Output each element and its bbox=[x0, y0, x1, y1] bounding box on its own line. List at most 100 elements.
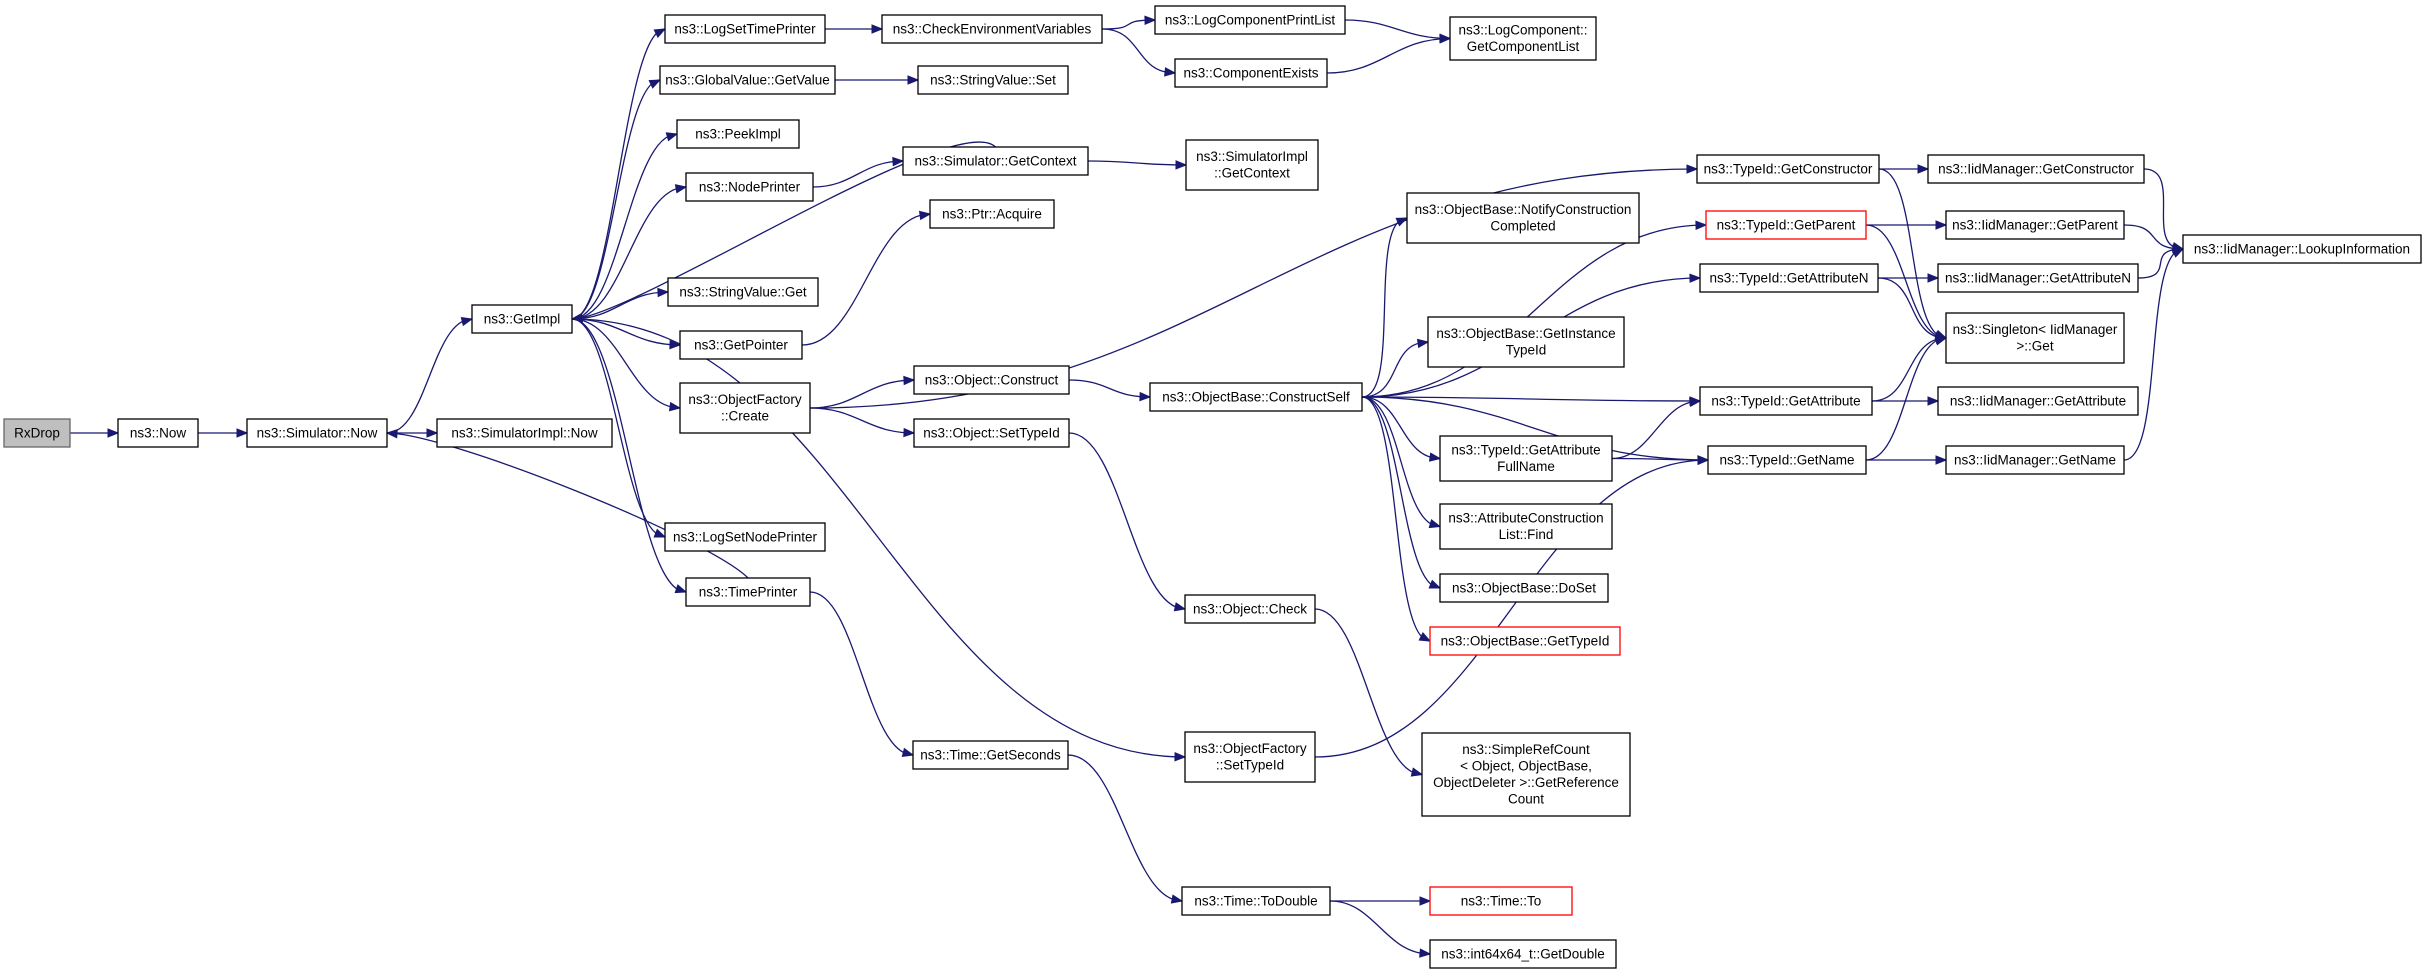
node-type-id-get-attribute-n[interactable]: ns3::TypeId::GetAttributeN bbox=[1699, 263, 1879, 293]
edge-object-check-to-simple-ref-count bbox=[1314, 608, 1423, 776]
edge-get-pointer-to-ptr-acquire bbox=[801, 213, 931, 346]
node-sim-impl-get-context[interactable]: ns3::SimulatorImpl::GetContext bbox=[1185, 139, 1319, 191]
node-iid-get-name[interactable]: ns3::IidManager::GetName bbox=[1945, 445, 2125, 475]
edge-construct-self-to-attr-construction-list-find bbox=[1361, 396, 1441, 528]
edge-log-component-print-list-to-log-component-get-list bbox=[1344, 19, 1451, 40]
node-object-construct[interactable]: ns3::Object::Construct bbox=[913, 365, 1070, 395]
edge-check-env-to-component-exists bbox=[1101, 28, 1176, 74]
node-log-component-print-list[interactable]: ns3::LogComponentPrintList bbox=[1154, 5, 1346, 35]
node-label: ns3::IidManager::GetName bbox=[1954, 452, 2116, 467]
node-node-printer[interactable]: ns3::NodePrinter bbox=[685, 172, 814, 202]
node-box bbox=[1699, 386, 1873, 416]
node-iid-get-attribute[interactable]: ns3::IidManager::GetAttribute bbox=[1937, 386, 2139, 416]
node-label: ns3::Time::GetSeconds bbox=[920, 747, 1061, 762]
node-singleton-get[interactable]: ns3::Singleton< IidManager>::Get bbox=[1945, 312, 2125, 364]
node-label: ns3::LogSetTimePrinter bbox=[674, 21, 816, 36]
node-construct-self[interactable]: ns3::ObjectBase::ConstructSelf bbox=[1149, 382, 1363, 412]
node-label: ns3::TypeId::GetParent bbox=[1717, 217, 1856, 232]
edge-get-attribute-full-name-to-type-id-get-attribute bbox=[1611, 400, 1701, 460]
arrowhead bbox=[1439, 34, 1452, 44]
node-iid-get-constructor[interactable]: ns3::IidManager::GetConstructor bbox=[1927, 154, 2145, 184]
node-sim-impl-now[interactable]: ns3::SimulatorImpl::Now bbox=[436, 418, 613, 448]
node-object-set-type-id[interactable]: ns3::Object::SetTypeId bbox=[913, 418, 1070, 448]
arrowhead bbox=[460, 316, 474, 327]
node-iid-get-attribute-n[interactable]: ns3::IidManager::GetAttributeN bbox=[1937, 263, 2139, 293]
arrowhead bbox=[903, 427, 916, 438]
node-time-to[interactable]: ns3::Time::To bbox=[1429, 886, 1573, 916]
node-label: ::Create bbox=[721, 409, 769, 424]
node-box bbox=[1429, 886, 1573, 916]
arrowhead bbox=[1686, 164, 1699, 174]
node-get-impl[interactable]: ns3::GetImpl bbox=[471, 304, 573, 334]
node-label: ns3::IidManager::LookupInformation bbox=[2194, 241, 2410, 256]
node-type-id-get-name[interactable]: ns3::TypeId::GetName bbox=[1707, 445, 1867, 475]
arrowhead bbox=[1419, 896, 1432, 906]
node-time-printer[interactable]: ns3::TimePrinter bbox=[685, 577, 811, 607]
node-log-set-node-printer[interactable]: ns3::LogSetNodePrinter bbox=[664, 522, 826, 552]
node-get-pointer[interactable]: ns3::GetPointer bbox=[679, 330, 803, 360]
node-object-factory-set-type-id[interactable]: ns3::ObjectFactory::SetTypeId bbox=[1184, 731, 1316, 783]
arrowhead bbox=[236, 428, 249, 438]
edge-get-impl-to-string-value-get bbox=[571, 291, 669, 320]
node-int64-get-double[interactable]: ns3::int64x64_t::GetDouble bbox=[1429, 939, 1617, 969]
node-string-value-get[interactable]: ns3::StringValue::Get bbox=[667, 277, 819, 307]
node-notify-construction-completed[interactable]: ns3::ObjectBase::NotifyConstructionCompl… bbox=[1406, 192, 1640, 244]
arrowhead bbox=[1935, 455, 1948, 465]
edge-get-impl-to-node-printer bbox=[571, 186, 687, 320]
node-label: ns3::ObjectBase::NotifyConstruction bbox=[1415, 202, 1632, 217]
edge-sim-now-to-get-impl bbox=[386, 318, 473, 434]
node-string-value-set[interactable]: ns3::StringValue::Set bbox=[917, 65, 1069, 95]
edge-type-id-get-attribute-n-to-singleton-get bbox=[1877, 277, 1947, 339]
node-box bbox=[1707, 445, 1867, 475]
node-simple-ref-count[interactable]: ns3::SimpleRefCount< Object, ObjectBase,… bbox=[1421, 732, 1631, 817]
node-ptr-acquire[interactable]: ns3::Ptr::Acquire bbox=[929, 199, 1055, 229]
edge-get-impl-to-object-factory-create bbox=[571, 318, 681, 409]
node-rx-drop[interactable]: RxDrop bbox=[3, 418, 71, 448]
arrowhead bbox=[1164, 67, 1177, 77]
edge-time-to-double-to-int64-get-double bbox=[1329, 900, 1431, 955]
node-sim-now[interactable]: ns3::Simulator::Now bbox=[246, 418, 388, 448]
node-object-factory-create[interactable]: ns3::ObjectFactory::Create bbox=[679, 382, 811, 434]
node-component-exists[interactable]: ns3::ComponentExists bbox=[1174, 58, 1328, 88]
node-peek-impl[interactable]: ns3::PeekImpl bbox=[676, 119, 800, 149]
edge-object-factory-create-to-object-construct bbox=[809, 379, 915, 409]
node-iid-get-parent[interactable]: ns3::IidManager::GetParent bbox=[1945, 210, 2125, 240]
node-type-id-get-attribute[interactable]: ns3::TypeId::GetAttribute bbox=[1699, 386, 1873, 416]
node-now[interactable]: ns3::Now bbox=[117, 418, 199, 448]
node-label: ns3::AttributeConstruction bbox=[1448, 511, 1603, 526]
node-label: ns3::CheckEnvironmentVariables bbox=[893, 21, 1092, 36]
node-label: ns3::SimpleRefCount bbox=[1462, 742, 1590, 757]
arrowhead bbox=[674, 184, 688, 194]
edge-time-printer-to-time-get-seconds bbox=[809, 591, 914, 756]
node-label: ns3::GetPointer bbox=[694, 337, 788, 352]
arrowhead bbox=[1139, 391, 1152, 402]
node-object-base-get-type-id[interactable]: ns3::ObjectBase::GetTypeId bbox=[1429, 626, 1621, 656]
node-label: List::Find bbox=[1499, 527, 1554, 542]
node-time-to-double[interactable]: ns3::Time::ToDouble bbox=[1181, 886, 1331, 916]
node-type-id-get-parent[interactable]: ns3::TypeId::GetParent bbox=[1705, 210, 1867, 240]
node-object-base-do-set[interactable]: ns3::ObjectBase::DoSet bbox=[1439, 573, 1609, 603]
node-iid-lookup-information[interactable]: ns3::IidManager::LookupInformation bbox=[2182, 234, 2422, 264]
node-box bbox=[471, 304, 573, 334]
node-check-env[interactable]: ns3::CheckEnvironmentVariables bbox=[881, 14, 1103, 44]
node-label: ns3::Singleton< IidManager bbox=[1953, 322, 2118, 337]
node-object-check[interactable]: ns3::Object::Check bbox=[1184, 594, 1316, 624]
node-time-get-seconds[interactable]: ns3::Time::GetSeconds bbox=[912, 740, 1069, 770]
edge-get-attribute-full-name-to-type-id-get-name bbox=[1611, 457, 1709, 461]
node-log-set-time-printer[interactable]: ns3::LogSetTimePrinter bbox=[664, 14, 826, 44]
edge-construct-self-to-type-id-get-attribute bbox=[1361, 396, 1701, 402]
node-global-value-get-value[interactable]: ns3::GlobalValue::GetValue bbox=[659, 65, 836, 95]
node-box bbox=[679, 382, 811, 434]
node-label: ns3::TimePrinter bbox=[699, 584, 798, 599]
arrowhead bbox=[1927, 273, 1940, 283]
edge-object-set-type-id-to-object-check bbox=[1068, 432, 1186, 610]
arrowhead bbox=[1697, 455, 1710, 465]
node-sim-get-context[interactable]: ns3::Simulator::GetContext bbox=[902, 146, 1089, 176]
node-type-id-get-constructor[interactable]: ns3::TypeId::GetConstructor bbox=[1696, 154, 1880, 184]
node-log-component-get-list[interactable]: ns3::LogComponent::GetComponentList bbox=[1449, 16, 1597, 61]
arrowhead bbox=[1170, 894, 1184, 904]
node-box bbox=[685, 172, 814, 202]
